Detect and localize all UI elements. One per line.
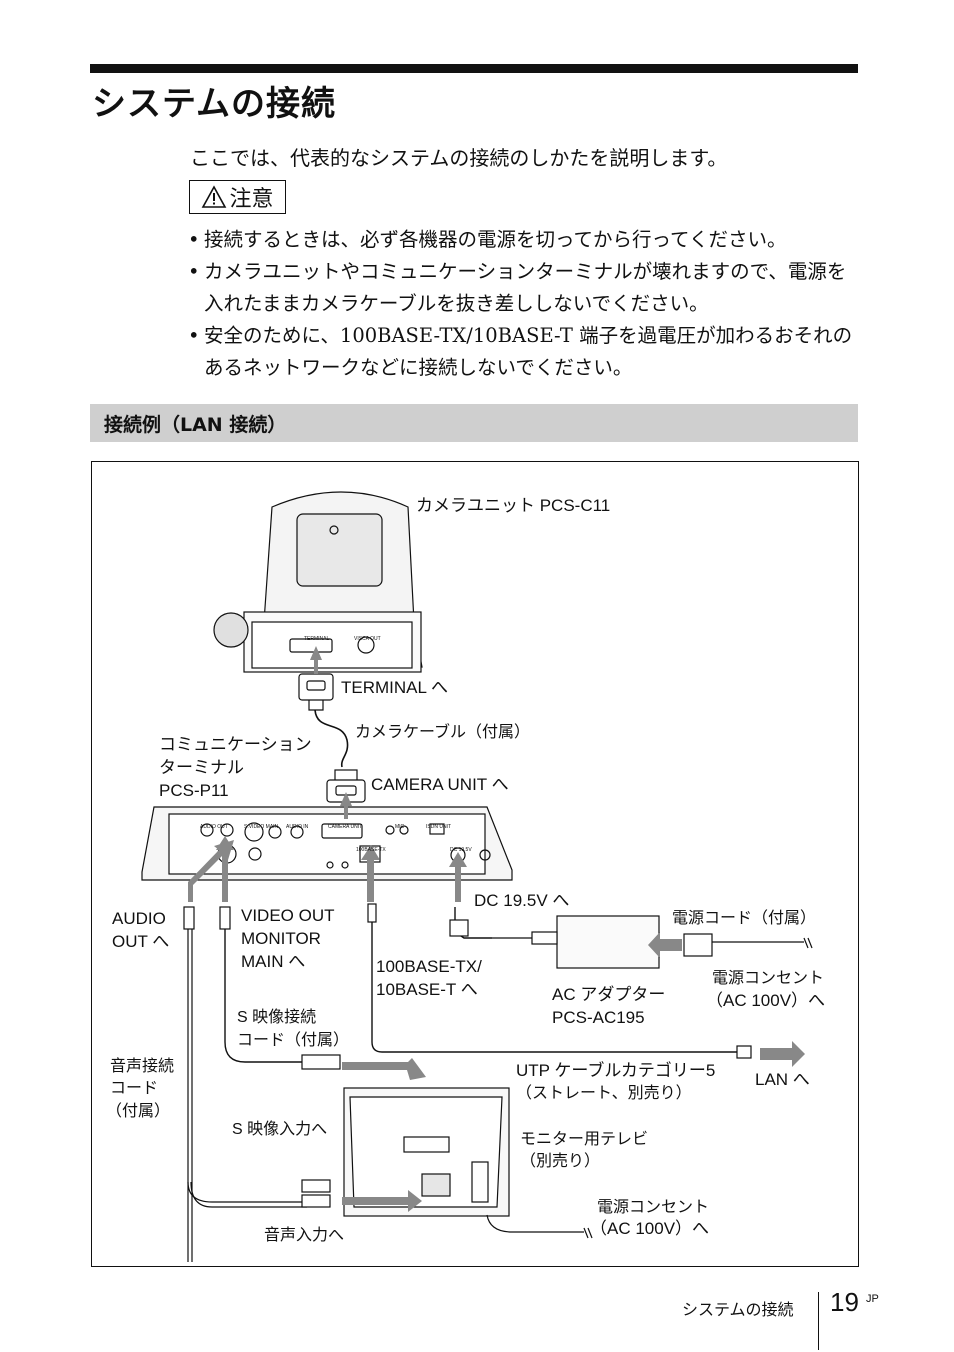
- label-outlet2-2: （AC 100V）へ: [590, 1219, 710, 1238]
- caution-item: カメラユニットやコミュニケーションターミナルが壊れますので、電源を入れたままカメ…: [188, 256, 858, 320]
- diagram-drawing: [141, 491, 813, 1262]
- title-rule: [90, 64, 858, 73]
- comm-terminal-illustration: [141, 806, 513, 881]
- footer-section: システムの接続: [682, 1300, 794, 1319]
- label-video-out-3: MAIN へ: [241, 952, 306, 971]
- label-ac-adapter-2: PCS-AC195: [552, 1008, 645, 1027]
- label-outlet-1: 電源コンセント: [712, 970, 825, 987]
- section-heading: 接続例（LAN 接続）: [104, 414, 287, 436]
- caution-item: 接続するときは、必ず各機器の電源を切ってから行ってください。: [188, 224, 858, 256]
- monitor-tv-illustration: [343, 1087, 510, 1217]
- label-s-video-cord-1: S 映像接続: [237, 1009, 317, 1026]
- caution-label: 注意: [229, 187, 274, 212]
- label-utp-2: （ストレート、別売り）: [516, 1085, 692, 1102]
- page-suffix: JP: [866, 1293, 879, 1305]
- section-heading-bar: 接続例（LAN 接続）: [90, 404, 858, 442]
- label-audio-out-1: AUDIO: [112, 909, 166, 928]
- label-lan-to: LAN へ: [755, 1070, 810, 1089]
- label-camera-unit-to: CAMERA UNIT へ: [371, 775, 509, 794]
- label-video-out-2: MONITOR: [241, 929, 321, 948]
- panel-audio-in: AUDIO IN: [286, 824, 309, 830]
- connection-diagram: TERMINAL VISCA OUT AUDIO OUT S.VIDEO MAI…: [91, 461, 859, 1267]
- label-ac-adapter-1: AC アダプター: [552, 985, 666, 1004]
- label-terminal-to: TERMINAL へ: [341, 678, 449, 697]
- label-audio-cord-2: コード: [110, 1080, 159, 1097]
- label-outlet2-1: 電源コンセント: [597, 1199, 710, 1216]
- caution-item: 安全のために、100BASE-TX/10BASE-T 端子を過電圧が加わるおそれ…: [188, 320, 858, 384]
- label-lan-port-1: 100BASE-TX/: [376, 957, 482, 976]
- camera-panel-terminal: TERMINAL: [304, 636, 330, 642]
- label-monitor-tv-1: モニター用テレビ: [520, 1131, 649, 1148]
- label-camera-unit: カメラユニット PCS-C11: [416, 496, 611, 515]
- label-power-cord: 電源コード（付属）: [672, 910, 817, 927]
- label-camera-cable: カメラケーブル（付属）: [355, 724, 531, 741]
- panel-mic: MIC: [395, 824, 405, 830]
- caution-box: 注意: [189, 180, 286, 214]
- label-audio-cord-1: 音声接続: [110, 1058, 175, 1075]
- label-monitor-tv-2: （別売り）: [520, 1153, 601, 1170]
- label-video-out-1: VIDEO OUT: [241, 906, 335, 925]
- page-title: システムの接続: [92, 84, 336, 124]
- panel-video: S.VIDEO MAIN: [244, 824, 279, 830]
- panel-camera-unit: CAMERA UNIT: [328, 824, 363, 830]
- label-comm-terminal-3: PCS-P11: [159, 781, 229, 800]
- warning-icon: [202, 185, 227, 208]
- label-s-video-cord-2: コード（付属）: [237, 1032, 350, 1049]
- label-s-video-in: S 映像入力へ: [232, 1121, 328, 1138]
- label-audio-in: 音声入力へ: [264, 1227, 345, 1244]
- label-comm-terminal-1: コミュニケーション: [159, 735, 312, 754]
- label-lan-port-2: 10BASE-T へ: [376, 980, 478, 999]
- label-audio-out-2: OUT へ: [112, 932, 170, 951]
- panel-dc: DC 19.5V: [450, 847, 472, 853]
- camera-panel-visca: VISCA OUT: [354, 636, 381, 642]
- label-comm-terminal-2: ターミナル: [159, 758, 244, 777]
- camera-unit-illustration: [213, 491, 423, 673]
- panel-audio-out: AUDIO OUT: [200, 824, 228, 830]
- label-dc-to: DC 19.5V へ: [474, 891, 570, 910]
- panel-lan: 100BASE-TX: [356, 847, 386, 853]
- label-audio-cord-3: （付属）: [106, 1103, 171, 1120]
- intro-text: ここでは、代表的なシステムの接続のしかたを説明します。: [190, 146, 728, 170]
- footer-rule: [818, 1292, 819, 1350]
- caution-list: 接続するときは、必ず各機器の電源を切ってから行ってください。 カメラユニットやコ…: [188, 224, 858, 384]
- label-utp-1: UTP ケーブルカテゴリー5: [516, 1061, 716, 1080]
- page-number: 19: [830, 1287, 859, 1317]
- panel-isdn: ISDN UNIT: [426, 824, 451, 830]
- label-outlet-2: （AC 100V）へ: [706, 991, 826, 1010]
